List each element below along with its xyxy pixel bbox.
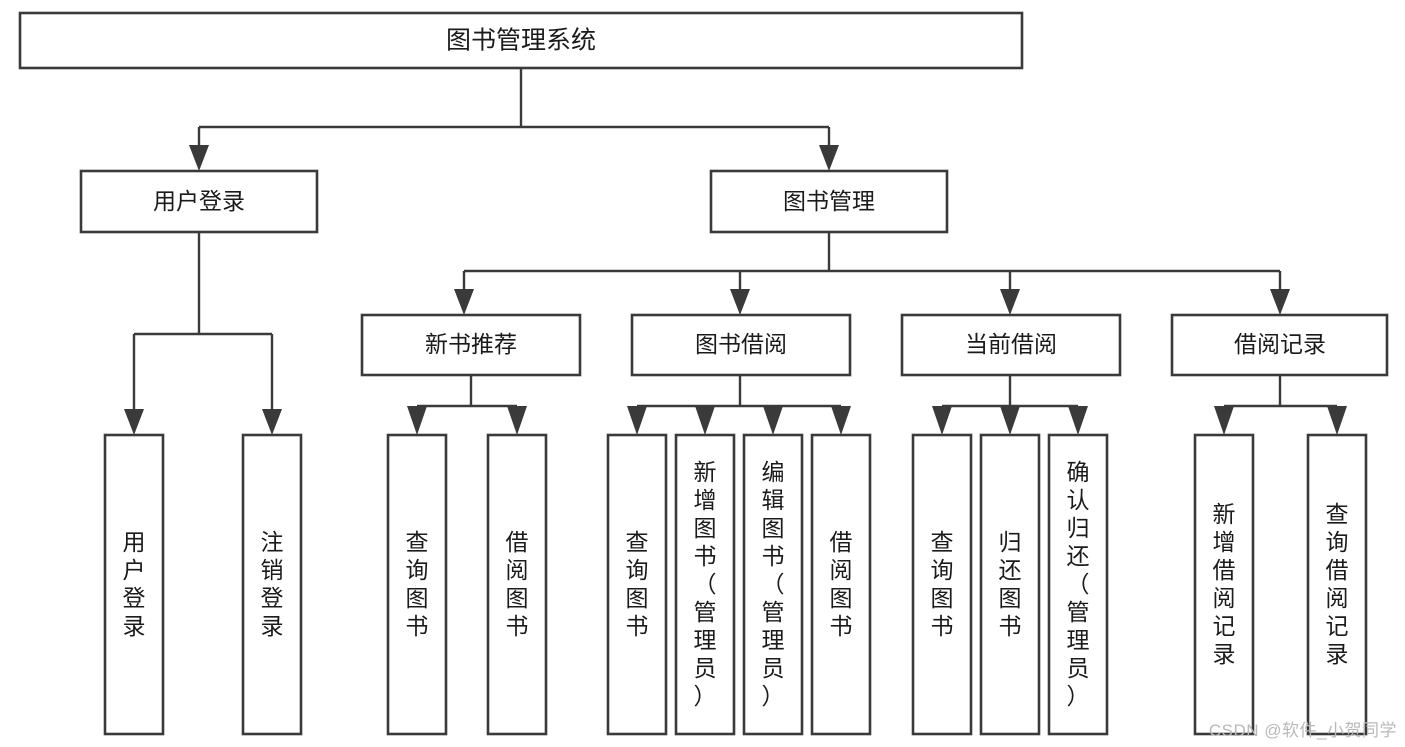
node-leaf-cur-confirm-label: 确认归还（管理员） xyxy=(1067,459,1090,709)
node-leaf-cur-query[interactable]: 查询图书 xyxy=(911,433,973,736)
node-leaf-borrow-query-box[interactable] xyxy=(606,433,668,736)
node-leaf-rec-add-label: 新增借阅记录 xyxy=(1213,501,1236,667)
node-book-mgmt[interactable]: 图书管理 xyxy=(709,169,949,234)
node-current-borrow-label: 当前借阅 xyxy=(965,331,1057,357)
node-current-borrow-box[interactable] xyxy=(900,313,1122,377)
node-leaf-borrow-edit-box[interactable] xyxy=(742,433,804,736)
arrow-head-new-book-rec xyxy=(454,289,474,315)
node-book-borrow-box[interactable] xyxy=(630,313,852,377)
node-leaf-rec-search-box[interactable] xyxy=(1306,433,1368,736)
node-leaf-borrow-add[interactable]: 新增图书（管理员） xyxy=(674,433,736,736)
node-leaf-user-login-box[interactable] xyxy=(103,433,165,736)
node-leaf-borrow-do-box[interactable] xyxy=(810,433,872,736)
node-book-mgmt-box[interactable] xyxy=(709,169,949,234)
node-borrow-record-label: 借阅记录 xyxy=(1234,331,1326,357)
arrow-head-leaf-borrow-add xyxy=(695,406,715,435)
node-book-mgmt-label: 图书管理 xyxy=(783,188,875,214)
node-user-login[interactable]: 用户登录 xyxy=(79,169,319,234)
node-leaf-rec-add[interactable]: 新增借阅记录 xyxy=(1193,433,1255,736)
watermark: CSDN @软件_小贺同学 xyxy=(1208,721,1397,740)
node-leaf-borrow-query-label: 查询图书 xyxy=(626,529,649,639)
node-leaf-cur-confirm[interactable]: 确认归还（管理员） xyxy=(1047,433,1109,736)
arrow-head-leaf-user-login xyxy=(124,409,144,435)
node-new-book-rec[interactable]: 新书推荐 xyxy=(360,313,582,377)
node-new-book-rec-label: 新书推荐 xyxy=(425,331,517,357)
node-leaf-rec-query-box[interactable] xyxy=(386,433,448,736)
arrow-head-current-borrow xyxy=(1000,289,1020,315)
node-book-borrow-label: 图书借阅 xyxy=(695,331,787,357)
arrow-head-user-login xyxy=(189,145,209,171)
node-leaf-borrow-edit[interactable]: 编辑图书（管理员） xyxy=(742,433,804,736)
arrow-head-leaf-borrow-do xyxy=(831,406,851,435)
node-leaf-user-logout-box[interactable] xyxy=(241,433,303,736)
arrow-head-borrow-record xyxy=(1270,289,1290,315)
arrow-head-leaf-cur-query xyxy=(932,406,952,435)
node-current-borrow[interactable]: 当前借阅 xyxy=(900,313,1122,377)
node-leaf-borrow-add-box[interactable] xyxy=(674,433,736,736)
arrow-head-book-mgmt xyxy=(819,145,839,171)
node-leaf-rec-search-label: 查询借阅记录 xyxy=(1326,501,1349,667)
node-book-borrow[interactable]: 图书借阅 xyxy=(630,313,852,377)
node-leaf-cur-return[interactable]: 归还图书 xyxy=(979,433,1041,736)
arrow-head-leaf-cur-confirm xyxy=(1068,406,1088,435)
node-leaf-rec-search[interactable]: 查询借阅记录 xyxy=(1306,433,1368,736)
node-leaf-rec-borrow-label: 借阅图书 xyxy=(506,529,529,639)
arrow-head-book-borrow xyxy=(730,289,750,315)
node-user-login-label: 用户登录 xyxy=(153,188,245,214)
node-leaf-borrow-query[interactable]: 查询图书 xyxy=(606,433,668,736)
node-leaf-rec-query-label: 查询图书 xyxy=(406,529,429,639)
node-leaf-cur-confirm-box[interactable] xyxy=(1047,433,1109,736)
node-root[interactable]: 图书管理系统 xyxy=(18,11,1024,70)
node-root-label: 图书管理系统 xyxy=(446,27,596,55)
arrow-head-leaf-rec-query xyxy=(407,406,427,435)
node-leaf-rec-add-box[interactable] xyxy=(1193,433,1255,736)
node-leaf-user-login[interactable]: 用户登录 xyxy=(103,433,165,736)
arrow-head-leaf-rec-search xyxy=(1327,406,1347,435)
arrow-head-leaf-rec-add xyxy=(1214,406,1234,435)
node-new-book-rec-box[interactable] xyxy=(360,313,582,377)
node-leaf-borrow-edit-label: 编辑图书（管理员） xyxy=(762,459,785,709)
node-borrow-record[interactable]: 借阅记录 xyxy=(1170,313,1389,377)
node-leaf-rec-borrow-box[interactable] xyxy=(486,433,548,736)
arrow-head-leaf-borrow-query xyxy=(627,406,647,435)
node-leaf-cur-return-box[interactable] xyxy=(979,433,1041,736)
node-leaf-cur-query-box[interactable] xyxy=(911,433,973,736)
arrow-head-leaf-rec-borrow xyxy=(507,406,527,435)
node-leaf-borrow-do[interactable]: 借阅图书 xyxy=(810,433,872,736)
node-leaf-borrow-do-label: 借阅图书 xyxy=(830,529,853,639)
arrow-head-leaf-cur-return xyxy=(1000,406,1020,435)
node-leaf-borrow-add-label: 新增图书（管理员） xyxy=(694,459,717,709)
node-leaf-user-logout[interactable]: 注销登录 xyxy=(241,433,303,736)
node-leaf-rec-borrow[interactable]: 借阅图书 xyxy=(486,433,548,736)
node-leaf-cur-query-label: 查询图书 xyxy=(931,529,954,639)
node-leaf-user-logout-label: 注销登录 xyxy=(261,529,284,639)
node-leaf-cur-return-label: 归还图书 xyxy=(999,529,1022,639)
node-leaf-rec-query[interactable]: 查询图书 xyxy=(386,433,448,736)
node-leaf-user-login-label: 用户登录 xyxy=(123,529,146,639)
node-root-box[interactable] xyxy=(18,11,1024,70)
arrow-head-leaf-user-logout xyxy=(262,409,282,435)
arrow-head-leaf-borrow-edit xyxy=(763,406,783,435)
node-user-login-box[interactable] xyxy=(79,169,319,234)
node-borrow-record-box[interactable] xyxy=(1170,313,1389,377)
connector-layer xyxy=(124,68,1347,435)
